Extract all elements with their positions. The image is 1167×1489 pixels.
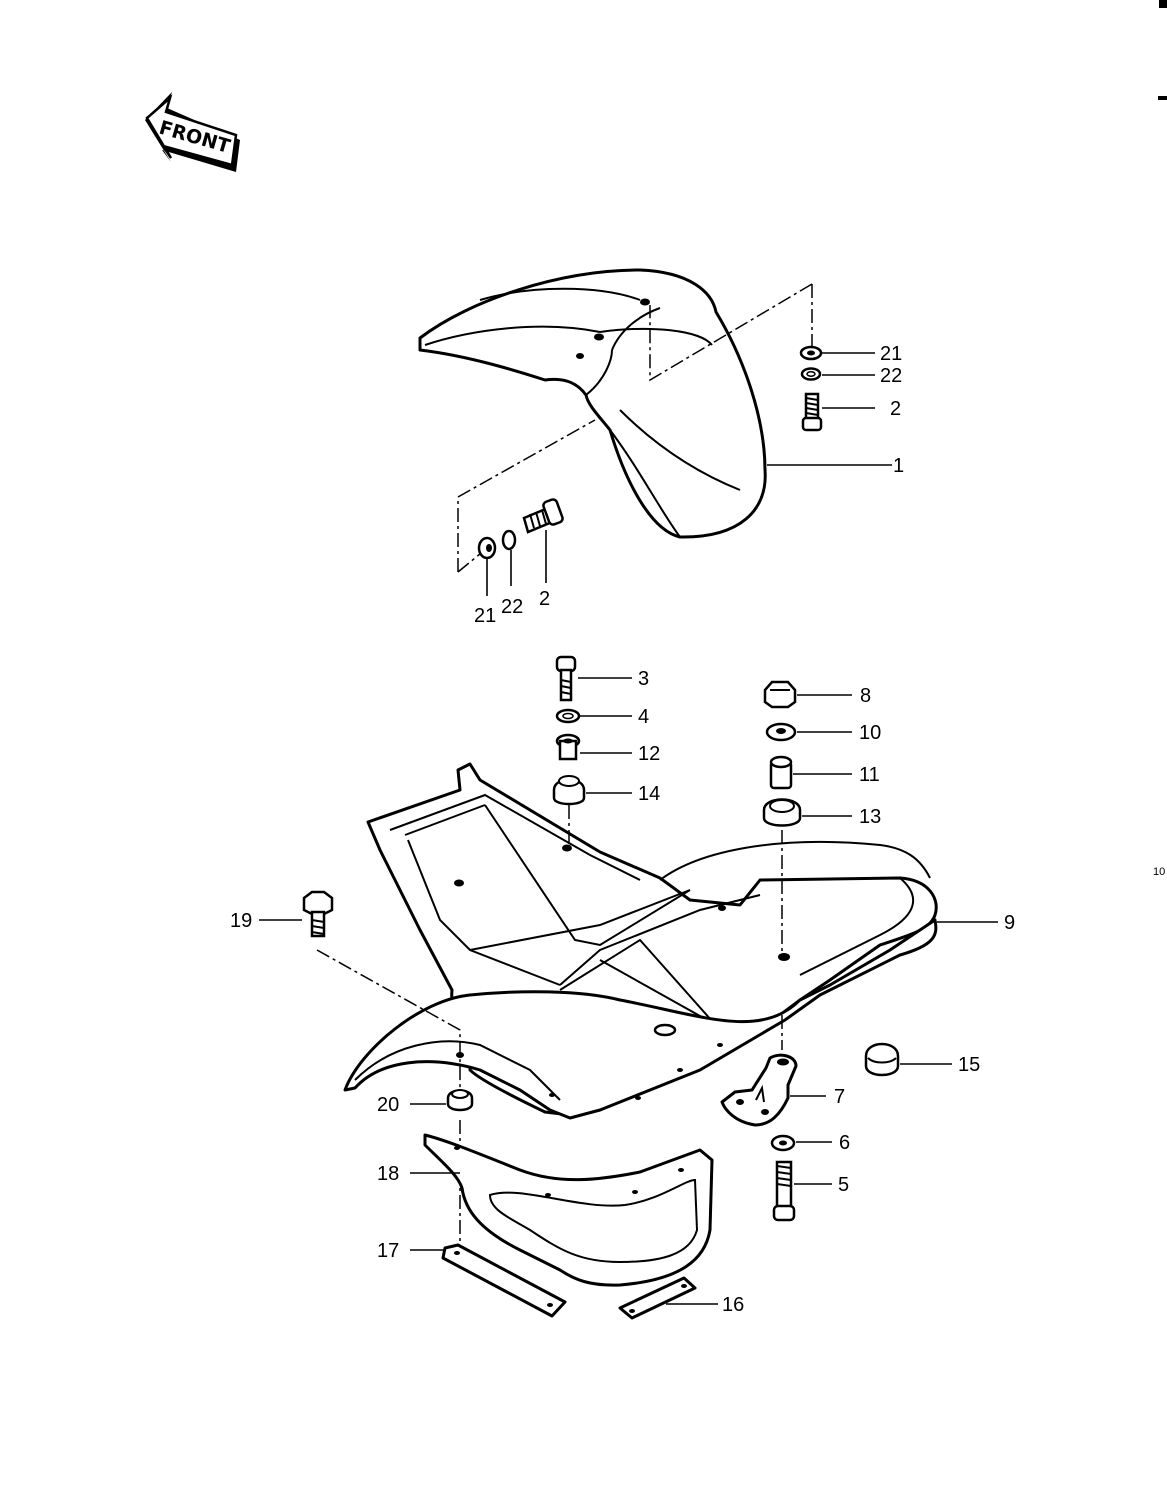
center-line-front-upper (649, 283, 813, 382)
callout-21-right: 21 (880, 343, 902, 365)
washer-10 (765, 722, 797, 742)
page-number-marker: 10 (1153, 866, 1165, 878)
callout-22-left: 22 (501, 596, 523, 618)
callout-17: 17 (377, 1240, 399, 1262)
plate-16 (618, 1276, 697, 1320)
leader-lines (259, 352, 998, 1305)
front-arrow-icon: FRONT (145, 92, 240, 172)
callout-10: 10 (859, 722, 881, 744)
callout-18: 18 (377, 1163, 399, 1185)
callout-14: 14 (638, 783, 660, 805)
callout-4: 4 (638, 706, 649, 728)
bracket-7 (720, 1053, 798, 1127)
bolt-3 (555, 655, 577, 702)
lock-washer-6 (770, 1134, 796, 1152)
callout-19: 19 (230, 910, 252, 932)
grommet-14 (552, 775, 586, 806)
callout-9: 9 (1004, 912, 1015, 934)
callout-2-left: 2 (539, 588, 550, 610)
bolt-2-left (522, 498, 564, 534)
collar-11 (769, 755, 793, 790)
callout-6: 6 (839, 1132, 850, 1154)
callout-16: 16 (722, 1294, 744, 1316)
license-bracket-18 (423, 1133, 714, 1287)
front-fender (418, 268, 767, 539)
callout-13: 13 (859, 806, 881, 828)
grommet-20 (446, 1089, 474, 1112)
page-edge-mark-mid (1158, 96, 1167, 100)
callout-11: 11 (859, 764, 880, 786)
cap-nut-8 (763, 680, 797, 709)
center-line-front-lower (457, 419, 596, 572)
grommet-13 (762, 798, 802, 827)
collar-12 (555, 733, 581, 761)
callout-3: 3 (638, 668, 649, 690)
callout-8: 8 (860, 685, 871, 707)
lock-washer-22-right (800, 367, 822, 381)
lock-washer-4 (555, 708, 581, 724)
plate-17 (441, 1243, 567, 1318)
callout-5: 5 (838, 1174, 849, 1196)
grommet-15 (864, 1042, 900, 1077)
callout-22-right: 22 (880, 365, 902, 387)
callout-21-left: 21 (474, 605, 496, 627)
callout-15: 15 (958, 1054, 980, 1076)
callout-7: 7 (834, 1086, 845, 1108)
callout-1: 1 (893, 455, 904, 477)
washer-21-left (477, 536, 497, 560)
center-line-bolt-19 (316, 949, 461, 1090)
callout-20: 20 (377, 1094, 399, 1116)
lock-washer-22-left (501, 529, 517, 551)
washer-21-right (799, 345, 823, 361)
bolt-5 (772, 1160, 796, 1222)
callout-12: 12 (638, 743, 660, 765)
page-edge-mark-top (1159, 0, 1167, 8)
callout-2-right: 2 (890, 398, 901, 420)
bolt-19 (302, 890, 334, 938)
bolt-2-right (801, 392, 823, 432)
rear-fender (343, 762, 938, 1120)
